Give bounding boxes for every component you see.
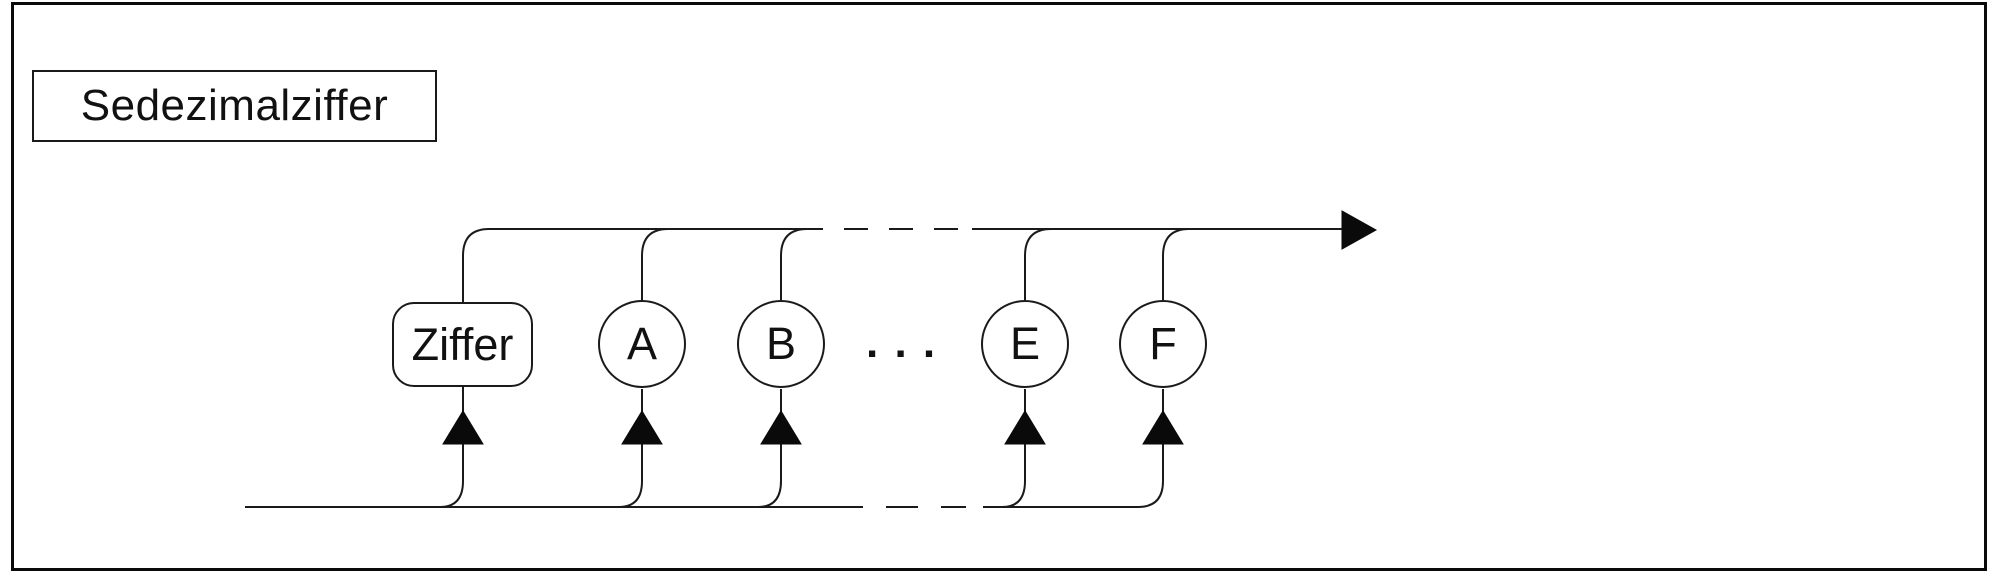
bottom-rail-solid-right [983,444,1164,508]
node-a: A [598,300,686,388]
branch-top-ziffer [462,228,490,302]
rule-title-label: Sedezimalziffer [80,81,389,130]
node-b: B [737,300,825,388]
branch-top-b [780,228,808,300]
arrow-up-icon [621,410,663,445]
arrow-up-icon [442,410,484,445]
branch-bottom-a [618,444,643,508]
node-e-label: E [1009,318,1040,369]
arrow-right-icon [1341,210,1378,250]
node-f-label: F [1149,318,1177,369]
branch-top-a [641,228,669,301]
node-ziffer-label: Ziffer [411,318,514,370]
branch-top-f [1162,228,1190,300]
node-a-label: A [626,318,657,369]
arrow-up-icon [1004,410,1046,445]
branch-top-e [1024,228,1052,300]
branch-bottom-e [1001,444,1026,508]
ellipsis-dots: . . . [866,318,938,367]
node-f: F [1119,300,1207,388]
branch-bottom-b [757,444,782,508]
arrow-up-icon [760,410,802,445]
branch-bottom-ziffer [439,444,464,508]
arrow-up-icon [1142,410,1184,445]
node-e: E [981,300,1069,388]
node-b-label: B [765,318,796,369]
node-ziffer: Ziffer [392,302,533,387]
rule-title-box: Sedezimalziffer [32,70,437,142]
